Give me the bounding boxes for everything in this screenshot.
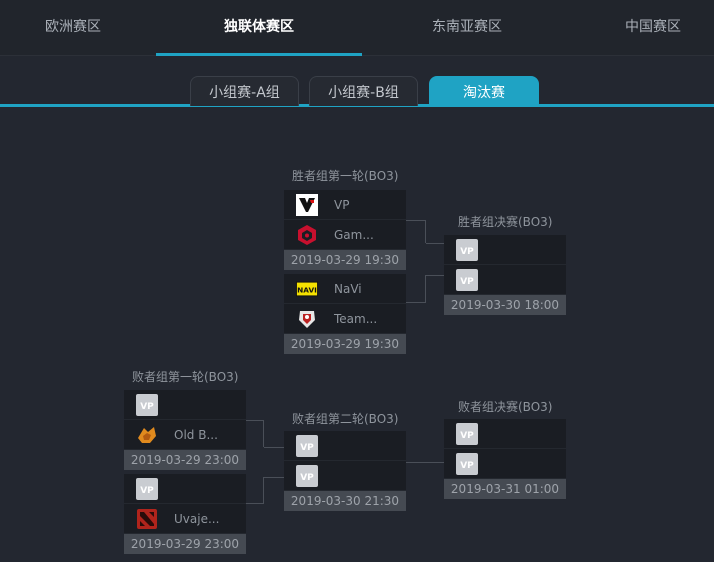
team-row[interactable]: VP [124, 474, 246, 504]
tbd-team-placeholder-icon: VP [296, 465, 318, 487]
tbd-team-placeholder-icon: VP [456, 269, 478, 291]
svg-text:VP: VP [300, 443, 314, 453]
tbd-team-placeholder-icon: VP [296, 435, 318, 457]
svg-text:VP: VP [140, 486, 154, 496]
team-name: Gam... [334, 228, 374, 242]
tbd-team-placeholder-icon: VP [136, 478, 158, 500]
bracket-connector [426, 275, 444, 276]
round-label-upper-r1: 胜者组第一轮(BO3) [292, 169, 399, 183]
team-row[interactable]: VP [284, 431, 406, 461]
team-name: Old B... [174, 428, 218, 442]
bracket-connector [406, 275, 426, 303]
round-label-lower-r2: 败者组第二轮(BO3) [292, 412, 399, 426]
tab-playoffs[interactable]: 淘汰赛 [429, 76, 539, 106]
team-row[interactable]: VP [284, 190, 406, 220]
match-upper-r1-b[interactable]: NAVI NaVi Team... 2019-03-29 19:30 [284, 274, 406, 354]
team-row[interactable]: Team... [284, 304, 406, 334]
bracket-connector [264, 447, 284, 448]
team-row[interactable]: VP [444, 449, 566, 479]
active-tab-indicator [156, 53, 362, 56]
tbd-team-placeholder-icon: VP [456, 423, 478, 445]
bracket-connector [246, 420, 264, 447]
match-time: 2019-03-30 18:00 [444, 295, 566, 315]
team-row[interactable]: VP [284, 461, 406, 491]
bracket-connector [246, 477, 264, 504]
region-tab-bar: 欧洲赛区 独联体赛区 东南亚赛区 中国赛区 [0, 0, 714, 56]
team-row[interactable]: Old B... [124, 420, 246, 450]
tab-group-a[interactable]: 小组赛-A组 [190, 76, 299, 106]
match-time: 2019-03-29 19:30 [284, 334, 406, 354]
team-name: NaVi [334, 282, 362, 296]
team-row[interactable]: VP [444, 419, 566, 449]
match-lower-final[interactable]: VP VP 2019-03-31 01:00 [444, 419, 566, 499]
tbd-team-placeholder-icon: VP [136, 394, 158, 416]
svg-text:NAVI: NAVI [297, 286, 317, 295]
svg-text:VP: VP [140, 402, 154, 412]
match-lower-r1-a[interactable]: VP Old B... 2019-03-29 23:00 [124, 390, 246, 470]
match-upper-r1-a[interactable]: VP Gam... 2019-03-29 19:30 [284, 190, 406, 270]
bracket-connector [406, 220, 426, 243]
match-lower-r2[interactable]: VP VP 2019-03-30 21:30 [284, 431, 406, 511]
team-row[interactable]: Uvaje... [124, 504, 246, 534]
team-name: Uvaje... [174, 512, 220, 526]
team-row[interactable]: NAVI NaVi [284, 274, 406, 304]
team-spirit-logo-icon [296, 308, 318, 330]
round-label-lower-r1: 败者组第一轮(BO3) [132, 370, 239, 384]
team-row[interactable]: Gam... [284, 220, 406, 250]
tab-group-b[interactable]: 小组赛-B组 [309, 76, 418, 106]
dota2-logo-icon [136, 508, 158, 530]
svg-text:VP: VP [300, 473, 314, 483]
virtus-pro-logo-icon [296, 194, 318, 216]
tab-region-sea[interactable]: 东南亚赛区 [432, 19, 502, 35]
navi-logo-icon: NAVI [296, 278, 318, 300]
gambit-logo-icon [296, 224, 318, 246]
match-time: 2019-03-30 21:30 [284, 491, 406, 511]
match-time: 2019-03-29 19:30 [284, 250, 406, 270]
tbd-team-placeholder-icon: VP [456, 239, 478, 261]
bracket-connector [426, 243, 444, 244]
tab-region-cis[interactable]: 独联体赛区 [224, 19, 294, 35]
match-time: 2019-03-31 01:00 [444, 479, 566, 499]
round-label-upper-final: 胜者组决赛(BO3) [458, 215, 553, 229]
tbd-team-placeholder-icon: VP [456, 453, 478, 475]
tab-region-china[interactable]: 中国赛区 [625, 19, 681, 35]
svg-text:VP: VP [460, 431, 474, 441]
bracket-connector [406, 462, 444, 463]
team-name: Team... [334, 312, 378, 326]
match-lower-r1-b[interactable]: VP Uvaje... 2019-03-29 23:00 [124, 474, 246, 554]
team-row[interactable]: VP [444, 265, 566, 295]
match-time: 2019-03-29 23:00 [124, 534, 246, 554]
match-time: 2019-03-29 23:00 [124, 450, 246, 470]
svg-text:VP: VP [460, 277, 474, 287]
bracket-connector [264, 477, 284, 478]
tab-region-europe[interactable]: 欧洲赛区 [45, 19, 101, 35]
team-row[interactable]: VP [124, 390, 246, 420]
svg-text:VP: VP [460, 461, 474, 471]
old-boys-logo-icon [136, 424, 158, 446]
svg-text:VP: VP [460, 247, 474, 257]
match-upper-final[interactable]: VP VP 2019-03-30 18:00 [444, 235, 566, 315]
team-row[interactable]: VP [444, 235, 566, 265]
round-label-lower-final: 败者组决赛(BO3) [458, 400, 553, 414]
team-name: VP [334, 198, 350, 212]
